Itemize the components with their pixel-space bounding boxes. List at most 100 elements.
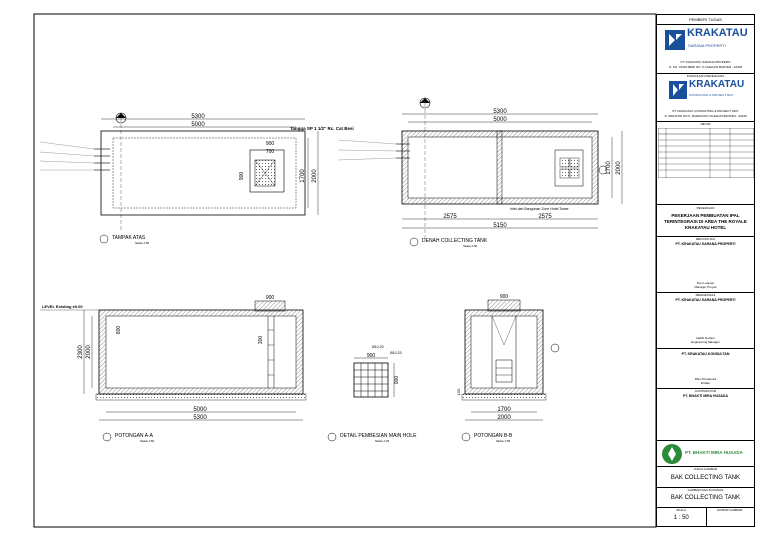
dim-outer-length: 5300 bbox=[493, 109, 507, 115]
consultant-logo-sub: CONSULTING & PROJECT MGT bbox=[689, 93, 734, 97]
dim-bottom: 150 bbox=[456, 388, 461, 395]
section-a-a: LEVEL Existing ±0.00 5000 5300 2300 2000… bbox=[40, 295, 307, 443]
manhole-neck bbox=[254, 300, 286, 312]
revision-grid bbox=[658, 128, 755, 178]
pump-4 bbox=[569, 168, 580, 179]
manhole-slab bbox=[353, 362, 389, 398]
level-label: LEVEL Existing ±0.00 bbox=[42, 304, 83, 309]
manhole-box bbox=[249, 149, 285, 193]
consultant-name: PT. KRAKATAU CONSULTING & PROJECT MGT bbox=[672, 109, 739, 113]
approver-company: PT. KRAKATAU SARANA PROPERTI bbox=[675, 242, 736, 246]
plan-top-title: TAMPAK ATAS bbox=[112, 235, 146, 241]
dim-manhole-a: 900 bbox=[266, 141, 275, 147]
consultant-addr: Jl. INDUSTRI NO.5, RAMANUJU CILEGON BANT… bbox=[664, 114, 747, 118]
contractor-logo: PT. BHAKTI MIRA HUSADA bbox=[657, 443, 754, 465]
kontraktor-label: KONTRAKTOR bbox=[695, 389, 716, 393]
drafter-name: Riko Primaputra bbox=[694, 377, 717, 381]
plan-collecting-tank: 5300 5000 2575 2575 5150 1700 2000 Inlet… bbox=[337, 97, 623, 248]
dim-width: 900 bbox=[367, 353, 376, 359]
rebar-b: Ø10-20 bbox=[390, 351, 402, 355]
section-a-title: POTONGAN A-A bbox=[115, 433, 154, 439]
consultant-logo-text: KRAKATAU bbox=[689, 79, 745, 90]
dim-height-inner: 1700 bbox=[300, 169, 306, 183]
pump-2 bbox=[569, 157, 580, 168]
dim-right-half: 2575 bbox=[538, 214, 552, 220]
note-ladder: Tangga SP 1 1/2" Rc. Cat Besi bbox=[290, 126, 354, 131]
tank-inner-outline bbox=[112, 137, 297, 209]
sub-label: GAMBAR DAN SUSUNAN bbox=[687, 488, 724, 492]
plan-collect-scale: Skala 1:50 bbox=[463, 244, 478, 248]
plan-top-scale: Skala 1:50 bbox=[135, 241, 150, 245]
dim-height-outer: 2300 bbox=[78, 345, 84, 359]
section-a-scale: Skala 1:50 bbox=[140, 439, 155, 443]
bmh-logo-icon bbox=[662, 444, 682, 464]
dim-pipe: 300 bbox=[258, 336, 264, 345]
dim-riser: 800 bbox=[116, 326, 122, 335]
dim-small: 900 bbox=[239, 172, 245, 181]
checker-name: Habib Nurhen bbox=[696, 336, 715, 340]
dim-outer: 5300 bbox=[193, 415, 207, 421]
section-b-scale: Skala 1:50 bbox=[496, 439, 511, 443]
owner-logo-sub: SARANA PROPERTI bbox=[688, 43, 726, 48]
contractor-company: PT. BHAKTI MIRA HUSADA bbox=[683, 394, 728, 398]
dim-height: 900 bbox=[394, 376, 400, 385]
checker-company: PT. KRAKATAU SARANA PROPERTI bbox=[675, 298, 736, 302]
konsultan-label: KONSULTAN PERENCANA bbox=[686, 74, 725, 78]
dim-height-inner: 1700 bbox=[606, 161, 612, 175]
title-block: PEMBERI TUGAS KRAKATAU SARANA PROPERTI P… bbox=[656, 14, 755, 527]
contractor-logo-text: PT. BHAKTI MIRA HUSADA bbox=[685, 450, 743, 455]
pump-1 bbox=[559, 157, 570, 168]
pekerjaan-label: PEKERJAAN bbox=[696, 206, 715, 210]
section-interior bbox=[470, 315, 538, 389]
lean-concrete bbox=[461, 393, 547, 401]
section-interior bbox=[105, 315, 297, 389]
drafter-role: Drafter bbox=[700, 381, 711, 385]
revision-table bbox=[657, 128, 755, 178]
pump-3 bbox=[559, 168, 570, 179]
dim-left-half: 2575 bbox=[443, 214, 457, 220]
pump-body bbox=[495, 359, 513, 383]
dim-height-outer: 2000 bbox=[312, 169, 318, 183]
owner-addr: Jl. KH. YASIN BERI NO. 6 CILEGON BANTEN … bbox=[668, 65, 743, 69]
pemberi-tugas-label: PEMBERI TUGAS bbox=[689, 17, 722, 22]
approver-role: Manager Proyek bbox=[694, 285, 717, 289]
detail-manhole: 900 900 Ø10-20 Ø10-20 DETAIL PEMBESIAN M… bbox=[327, 345, 417, 443]
nomor-label: NOMOR GAMBAR bbox=[717, 508, 743, 512]
approver-name: Ibnu Luqman bbox=[696, 281, 715, 285]
plan-top-view: 5300 5000 2000 1700 900 700 900 Tangga S… bbox=[39, 112, 354, 245]
revisi-label: REVISI bbox=[700, 122, 711, 126]
judul-label: JUDUL GAMBAR bbox=[693, 467, 718, 471]
lean-concrete bbox=[95, 393, 307, 401]
consultant-logo: KRAKATAU CONSULTING & PROJECT MGT bbox=[657, 79, 754, 107]
checker-role: Engineering Manager bbox=[691, 340, 720, 344]
pump-pit bbox=[554, 149, 584, 187]
krakatau-logo-icon bbox=[665, 30, 685, 50]
plan-collect-title: DENAH COLLECTING TANK bbox=[422, 238, 488, 244]
scale-value: 1 : 50 bbox=[673, 515, 689, 521]
dim-outer-length: 5300 bbox=[191, 114, 205, 120]
drawing-sub: BAK COLLECTING TANK bbox=[670, 495, 741, 501]
owner-name: PT. KRAKATAU SARANA PROPERTI bbox=[680, 60, 731, 64]
menyetujui-label: MENYETUJUI bbox=[695, 237, 716, 241]
dim-height-outer: 2000 bbox=[616, 161, 622, 175]
dim-outer: 2000 bbox=[497, 415, 511, 421]
dim-height-inner: 2000 bbox=[86, 345, 92, 359]
dim-manhole-b: 700 bbox=[266, 149, 275, 155]
rebar-a: Ø10-20 bbox=[372, 345, 384, 349]
note-pipe: Inlet dari Bangunan Zone Hotel Tower bbox=[510, 207, 570, 211]
owner-logo-text: KRAKATAU bbox=[687, 27, 748, 39]
section-b-b: 1700 2000 900 150 POTONGAN B-B Skala 1:5… bbox=[456, 294, 560, 443]
detail-scale: Skala 1:25 bbox=[375, 439, 390, 443]
section-b-title: POTONGAN B-B bbox=[474, 433, 513, 439]
krakatau-logo-icon bbox=[669, 81, 687, 99]
tank-outline bbox=[100, 130, 306, 216]
project-title: PEKERJAAN PEMBUATAN IPAL TERINTEGRASI DI… bbox=[664, 213, 747, 230]
manhole-neck bbox=[487, 299, 521, 312]
owner-logo: KRAKATAU SARANA PROPERTI bbox=[657, 28, 754, 58]
dim-inner: 1700 bbox=[497, 407, 511, 413]
dim-top: 900 bbox=[500, 294, 509, 300]
dim-inner: 5000 bbox=[193, 407, 207, 413]
skala-label: SKALA bbox=[676, 508, 687, 512]
